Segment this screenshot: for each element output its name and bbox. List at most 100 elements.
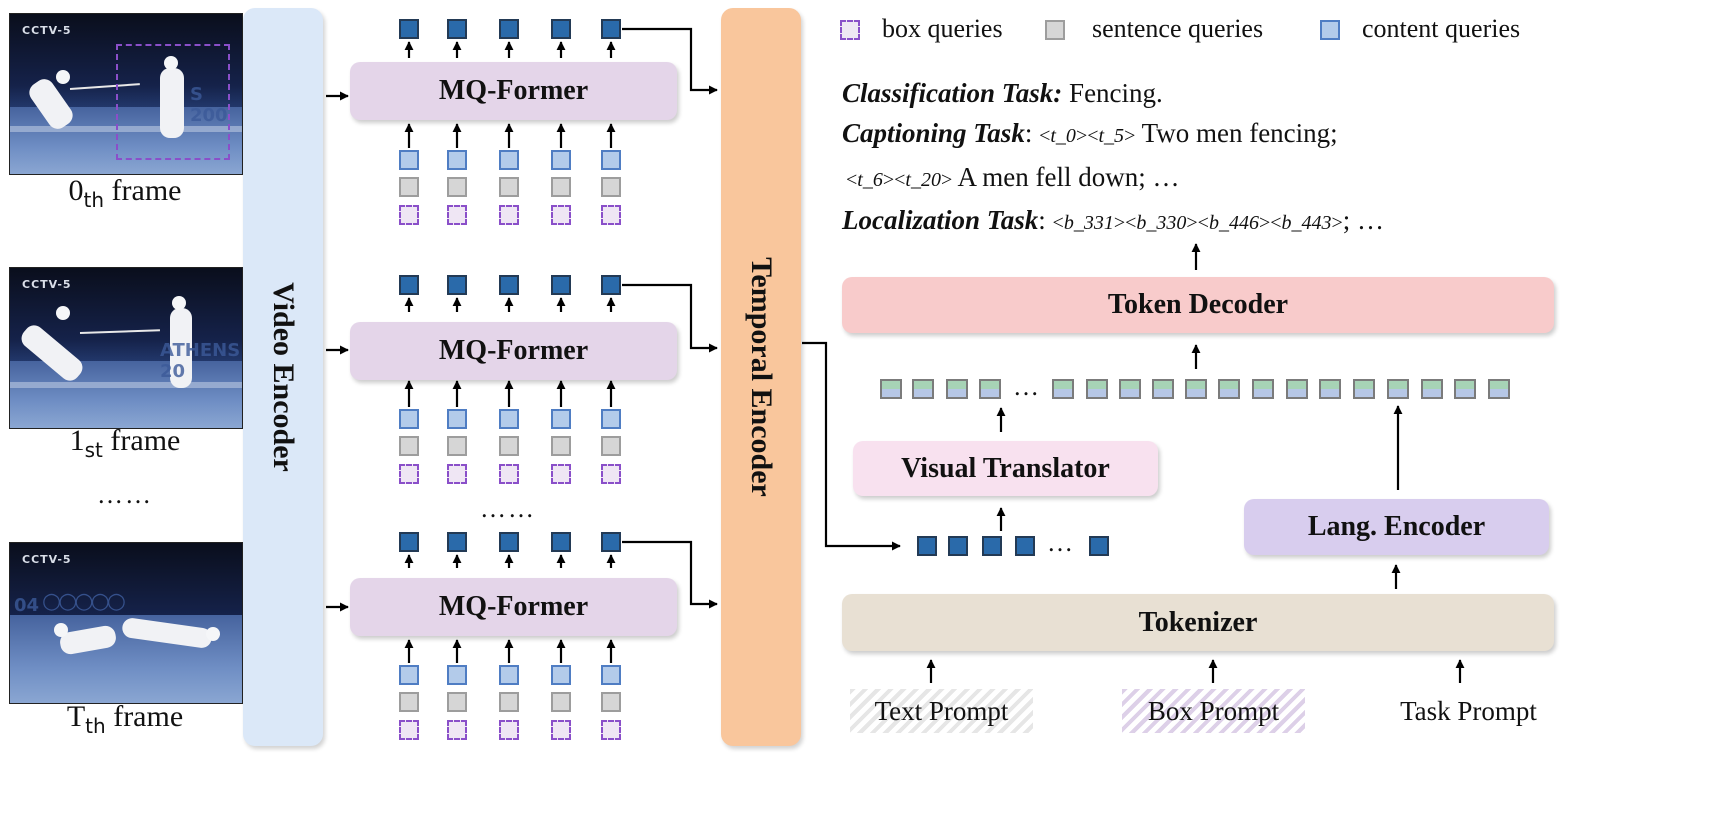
frame-1-label: 1st frame xyxy=(69,424,181,462)
token-embedding xyxy=(1152,379,1174,399)
mq-former-ellipsis: …… xyxy=(480,494,536,523)
output-query xyxy=(601,275,621,295)
mq-former-3: MQ-Former xyxy=(350,578,677,636)
box-query-region xyxy=(116,44,230,160)
visual-translator: Visual Translator xyxy=(853,441,1158,496)
content-query xyxy=(399,665,419,685)
sentence-query xyxy=(447,177,467,197)
localization-task-line: Localization Task: <b_331><b_330><b_446>… xyxy=(842,205,1385,235)
content-query xyxy=(499,150,519,170)
output-query xyxy=(399,275,419,295)
output-query xyxy=(399,532,419,552)
sentence-query xyxy=(601,177,621,197)
classification-task-line: Classification Task: Fencing. xyxy=(842,78,1163,109)
lang-encoder: Lang. Encoder xyxy=(1244,499,1549,555)
sentence-query xyxy=(399,436,419,456)
legend-content-queries: content queries xyxy=(1362,14,1521,43)
token-embedding xyxy=(1185,379,1207,399)
decoder-sequence-ellipsis: … xyxy=(1013,372,1041,401)
content-sequence-ellipsis: … xyxy=(1047,528,1075,557)
frame-t-label: Tth frame xyxy=(66,700,184,738)
frame-0-image: CCTV-5 S 200 xyxy=(10,14,242,174)
localization-task-title: Localization Task xyxy=(842,205,1039,235)
legend-box-query-icon xyxy=(840,20,860,40)
video-encoder: Video Encoder xyxy=(243,8,323,746)
sentence-query xyxy=(551,692,571,712)
sentence-query xyxy=(601,436,621,456)
text-prompt: Text Prompt xyxy=(850,689,1033,733)
output-query xyxy=(499,19,519,39)
token-embedding xyxy=(1286,379,1308,399)
token-embedding xyxy=(979,379,1001,399)
olympic-rings-icon: ○○○○○ xyxy=(42,589,126,614)
output-query xyxy=(551,19,571,39)
legend-content-query-icon xyxy=(1320,20,1340,40)
sentence-query xyxy=(499,177,519,197)
token-embedding xyxy=(912,379,934,399)
box-query xyxy=(447,464,467,484)
captioning-task-line: Captioning Task: <t_0><t_5> Two men fenc… xyxy=(842,118,1338,148)
content-query xyxy=(499,665,519,685)
video-encoder-label: Video Encoder xyxy=(267,282,300,472)
token-embedding xyxy=(1218,379,1240,399)
token-embedding xyxy=(1421,379,1443,399)
frame-1-image: CCTV-5 ATHENS 20 xyxy=(10,268,242,428)
sentence-query xyxy=(399,177,419,197)
output-query xyxy=(551,275,571,295)
content-query xyxy=(499,409,519,429)
frame-logo: CCTV-5 xyxy=(22,278,72,291)
captioning-task-text-a: Two men fencing; xyxy=(1135,118,1338,148)
captioning-task-line-2: <t_6><t_20> A men fell down; … xyxy=(846,162,1180,192)
content-query xyxy=(399,150,419,170)
box-query xyxy=(399,720,419,740)
sentence-query xyxy=(551,436,571,456)
token-embedding xyxy=(1052,379,1074,399)
temporal-token xyxy=(1089,536,1109,556)
box-query xyxy=(601,205,621,225)
output-query xyxy=(601,532,621,552)
frames-ellipsis: …… xyxy=(97,480,153,509)
classification-task-title: Classification Task: xyxy=(842,78,1063,108)
legend-sentence-query-icon xyxy=(1045,20,1065,40)
sentence-query xyxy=(447,692,467,712)
box-query xyxy=(399,464,419,484)
content-query xyxy=(447,409,467,429)
sentence-query xyxy=(499,692,519,712)
temporal-token xyxy=(1015,536,1035,556)
box-query xyxy=(499,205,519,225)
temporal-token xyxy=(917,536,937,556)
frame-banner: ATHENS 20 xyxy=(160,340,241,382)
token-decoder: Token Decoder xyxy=(842,277,1554,333)
sentence-query xyxy=(447,436,467,456)
legend-sentence-queries: sentence queries xyxy=(1092,14,1264,43)
output-query xyxy=(499,275,519,295)
token-embedding xyxy=(1387,379,1409,399)
captioning-task-text-b: A men fell down; … xyxy=(952,162,1180,192)
token-embedding xyxy=(946,379,968,399)
content-query xyxy=(601,409,621,429)
content-query xyxy=(551,409,571,429)
sentence-query xyxy=(601,692,621,712)
token-embedding xyxy=(1119,379,1141,399)
temporal-token xyxy=(948,536,968,556)
token-embedding xyxy=(880,379,902,399)
legend-box-queries: box queries xyxy=(882,14,1003,43)
token-embedding xyxy=(1319,379,1341,399)
frame-0-label: 0th frame xyxy=(68,174,182,212)
frame-logo: CCTV-5 xyxy=(22,24,72,37)
sentence-query xyxy=(399,692,419,712)
localization-task-text: ; … xyxy=(1342,205,1385,235)
classification-task-text: Fencing. xyxy=(1062,78,1163,108)
box-query xyxy=(447,720,467,740)
content-query xyxy=(447,150,467,170)
token-embedding xyxy=(1353,379,1375,399)
content-query xyxy=(601,150,621,170)
box-prompt: Box Prompt xyxy=(1122,689,1305,733)
content-query xyxy=(447,665,467,685)
content-query xyxy=(551,665,571,685)
box-query xyxy=(551,464,571,484)
token-embedding xyxy=(1488,379,1510,399)
token-embedding xyxy=(1086,379,1108,399)
